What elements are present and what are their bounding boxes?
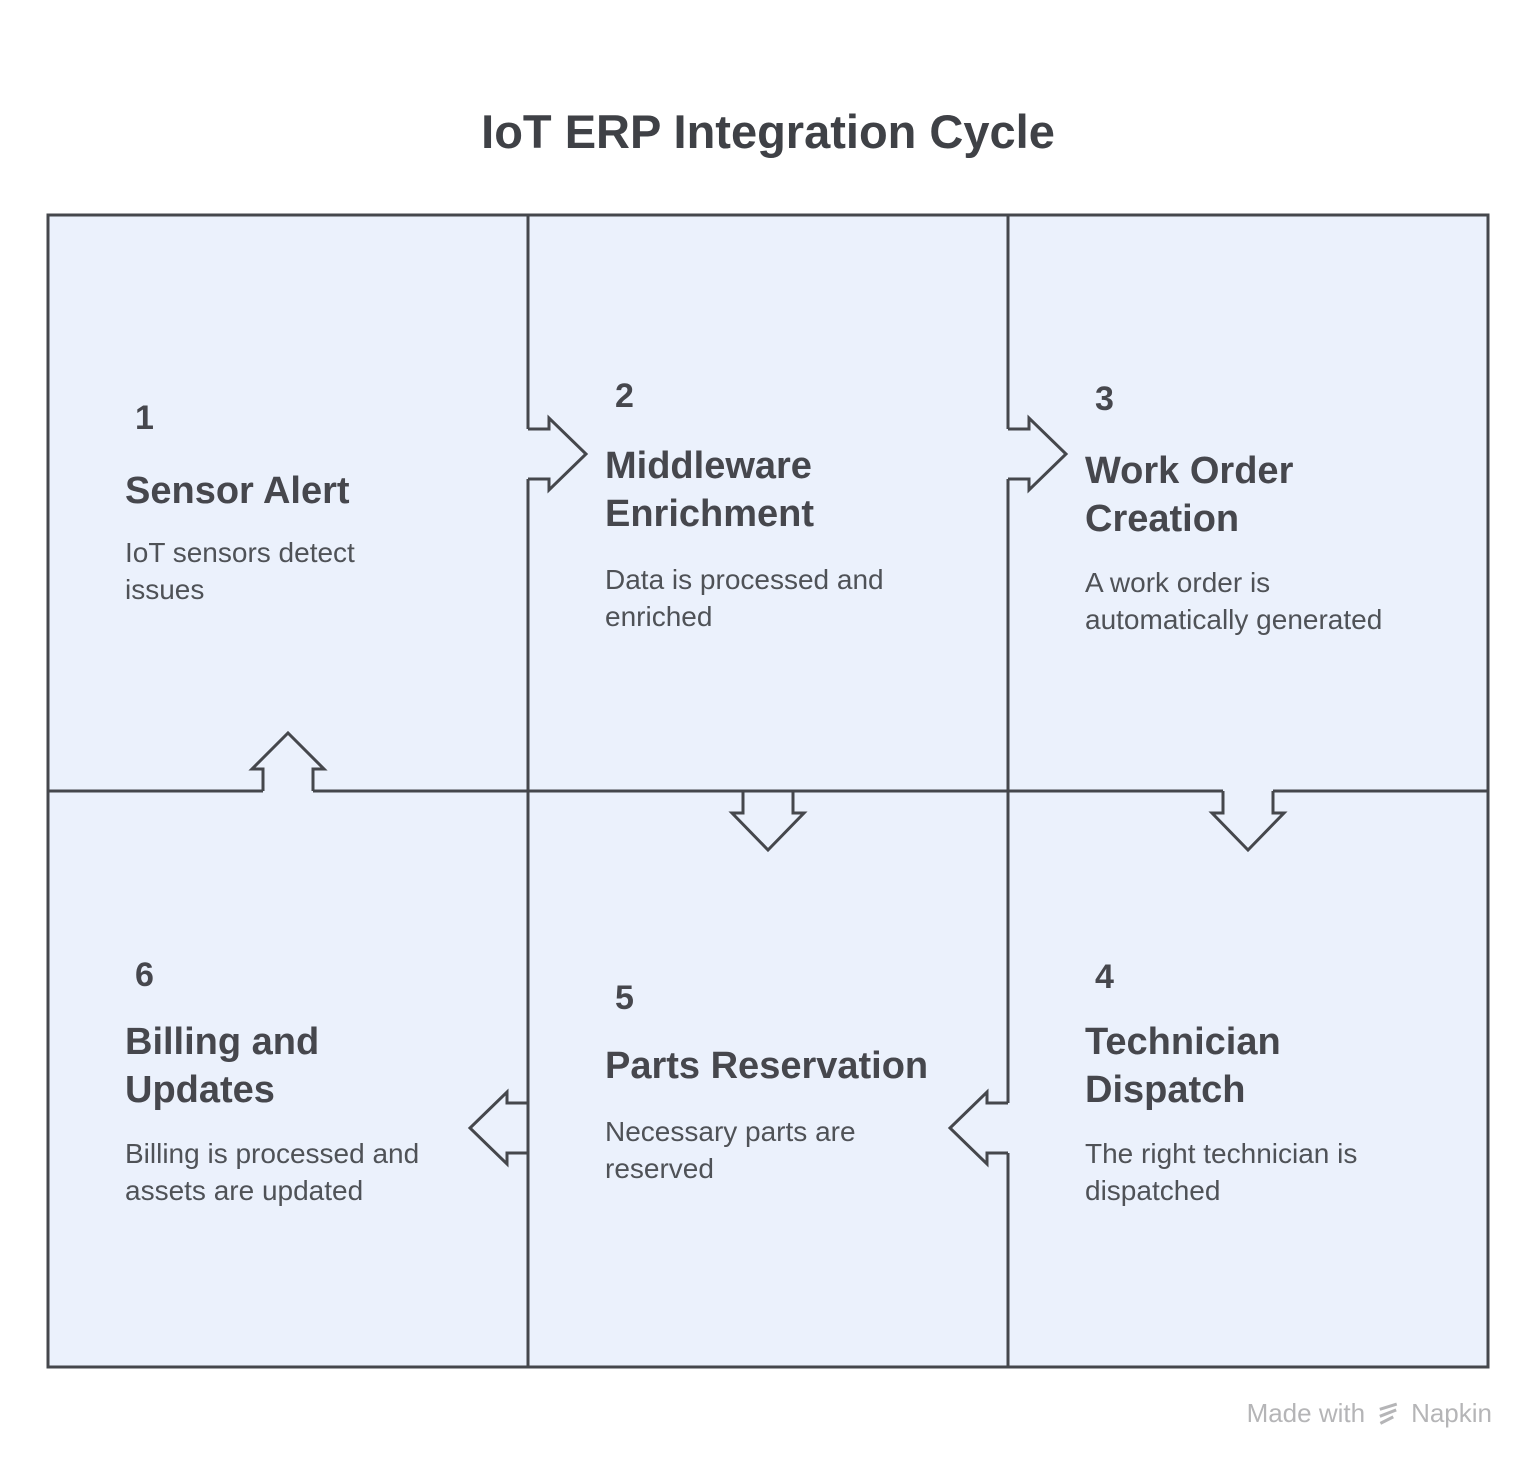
step-cell-3: 3 Work Order Creation A work order is au… xyxy=(1008,215,1488,791)
step-number: 6 xyxy=(135,956,154,994)
arrow-up-step6-step1-icon xyxy=(248,730,328,791)
arrow-right-step1-step2-icon xyxy=(528,414,589,494)
step-cell-4: 4 Technician Dispatch The right technici… xyxy=(1008,791,1488,1367)
step-description: IoT sensors detect issues xyxy=(125,537,355,605)
arrow-left-step5-step6-icon xyxy=(467,1088,528,1168)
step-title: Sensor Alert xyxy=(125,470,350,512)
step-cell-1: 1 Sensor Alert IoT sensors detect issues xyxy=(48,215,528,791)
arrow-down-step3-step4-icon xyxy=(1208,791,1288,853)
step-cell-6: 6 Billing and Updates Billing is process… xyxy=(48,791,528,1367)
step-number: 2 xyxy=(615,377,634,415)
step-cell-2: 2 Middleware Enrichment Data is processe… xyxy=(528,215,1008,791)
made-with-label: Made with xyxy=(1246,1398,1366,1428)
step-title: Technician Dispatch xyxy=(1085,1021,1281,1111)
step-description: The right technician is dispatched xyxy=(1085,1138,1358,1206)
step-number: 1 xyxy=(135,399,154,437)
step-number: 4 xyxy=(1095,958,1114,996)
napkin-brand-label: Napkin xyxy=(1411,1398,1492,1428)
made-with-napkin-attribution: Made with Napkin xyxy=(1247,1398,1492,1429)
step-cell-5: 5 Parts Reservation Necessary parts are … xyxy=(528,791,1008,1367)
step-description: Necessary parts are reserved xyxy=(605,1116,856,1184)
step-number: 3 xyxy=(1095,380,1114,418)
step-description: Billing is processed and assets are upda… xyxy=(125,1138,420,1206)
step-title: Middleware Enrichment xyxy=(605,445,815,535)
step-description: Data is processed and enriched xyxy=(605,564,884,632)
step-title: Work Order Creation xyxy=(1085,450,1294,540)
arrow-down-middle-column-icon xyxy=(728,791,808,853)
arrow-left-step4-step5-icon xyxy=(947,1088,1008,1168)
step-description: A work order is automatically generated xyxy=(1085,567,1383,635)
page-title: IoT ERP Integration Cycle xyxy=(481,105,1055,158)
arrow-right-step2-step3-icon xyxy=(1008,414,1069,494)
step-title: Parts Reservation xyxy=(605,1045,929,1087)
step-title: Billing and Updates xyxy=(125,1021,320,1111)
napkin-logo-icon xyxy=(1379,1402,1398,1425)
step-number: 5 xyxy=(615,979,634,1017)
